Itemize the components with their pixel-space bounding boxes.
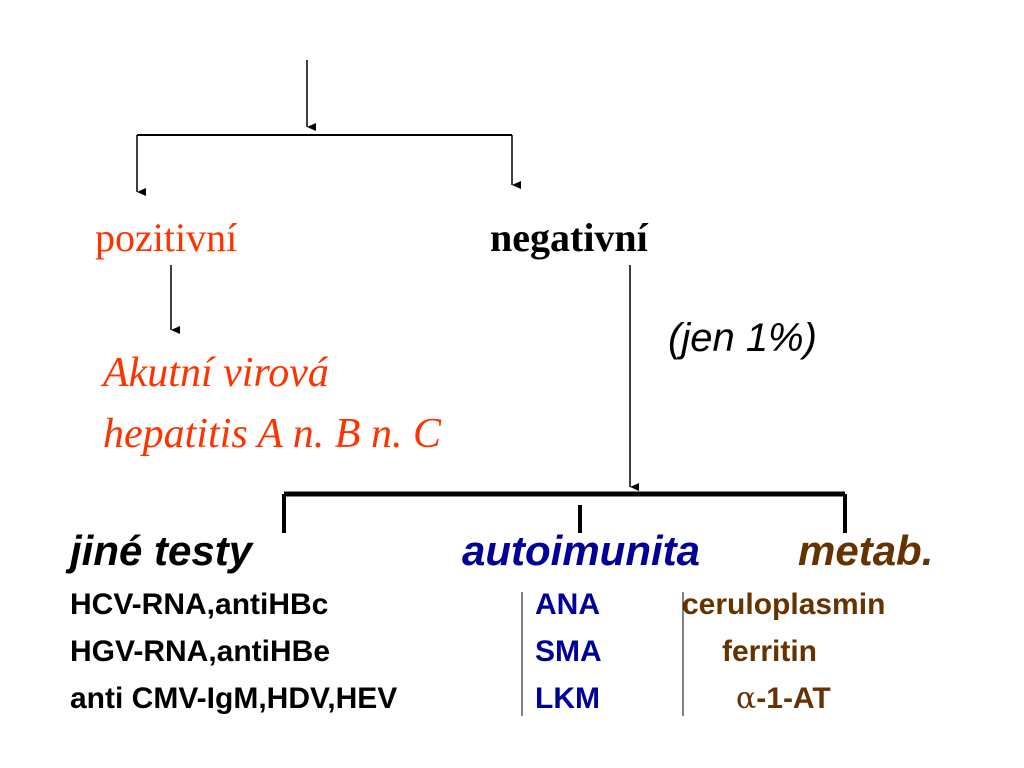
negative-note: (jen 1%) [668,316,817,360]
other-test-item: anti CMV-IgM,HDV,HEV [70,682,398,715]
metabolic-item-alpha-1-at: α-1-AT [736,684,831,714]
other-test-item: HCV-RNA,antiHBc [70,588,329,621]
autoimmunity-item: ANA [535,588,600,621]
autoimmunity-title: autoimunita [462,527,700,574]
positive-label: pozitivní [95,215,238,260]
metabolic-item: ceruloplasmin [682,588,886,621]
alpha-symbol: α [736,681,757,716]
other-tests-title: jiné testy [70,527,253,574]
metabolic-item: ferritin [722,635,818,668]
other-test-item: HGV-RNA,antiHBe [70,635,331,668]
alpha-1-at-text: -1-AT [756,682,831,715]
positive-result-line1: Akutní virová [103,350,329,396]
negative-label: negativní [490,215,648,260]
positive-result-line2: hepatitis A n. B n. C [103,411,441,457]
autoimmunity-item: LKM [535,682,600,715]
autoimmunity-item: SMA [535,635,602,668]
metabolic-title: metab. [798,527,934,574]
